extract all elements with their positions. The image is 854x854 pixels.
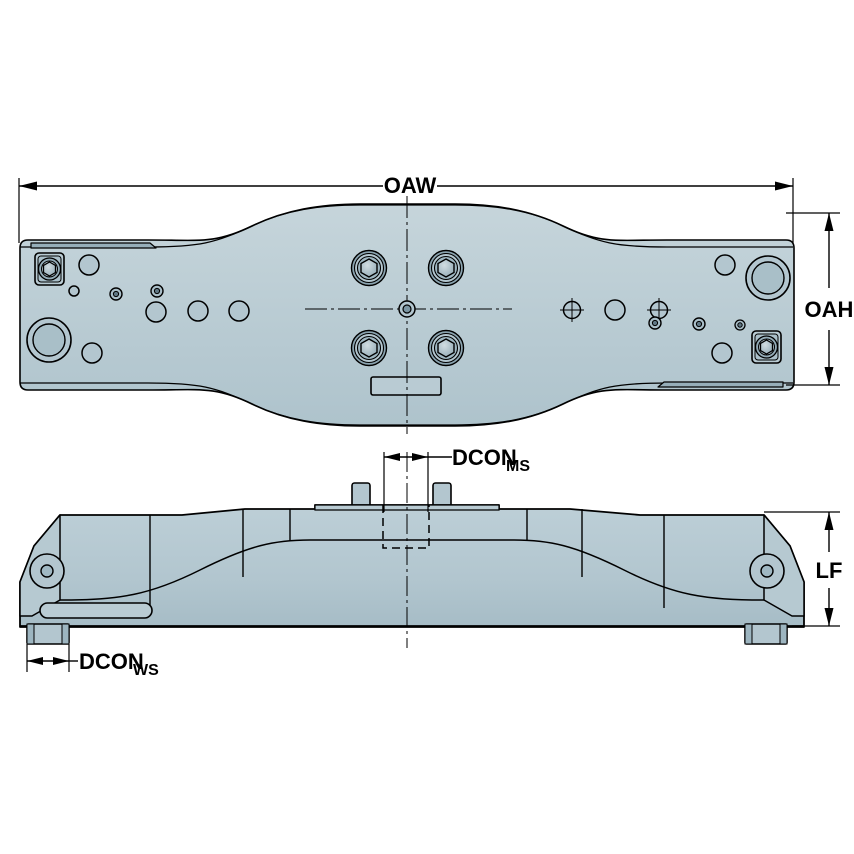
hex-screw-bottom-right: [427, 329, 465, 367]
lf-arrow-bottom: [824, 608, 834, 626]
oah-label: OAH: [805, 297, 854, 322]
oaw-label: OAW: [384, 173, 437, 198]
top-view-left-slot: [30, 242, 157, 249]
oaw-arrow-left: [19, 181, 37, 191]
front-inner-sweep-right: [412, 539, 804, 601]
front-view: [19, 452, 805, 648]
front-stud-left: [26, 623, 70, 645]
center-hole: [398, 300, 416, 318]
top-view-right-slot: [657, 381, 784, 388]
front-inner-sweep-left: [20, 539, 412, 601]
hex-screw-top-left: [350, 249, 388, 287]
locating-bore-right: [745, 255, 791, 301]
dcon-ms-arrow-left: [384, 453, 400, 461]
coolant-port-left: [34, 252, 65, 286]
dcon-ms-label: DCON: [452, 445, 517, 470]
front-pivot-hole-left: [29, 553, 65, 589]
front-hidden-bore: [382, 505, 430, 549]
top-view: [19, 196, 795, 434]
dimension-dcon-ms: DCON MS: [383, 445, 530, 512]
dimension-oah: OAH: [786, 212, 854, 386]
dimension-lf: LF: [764, 511, 843, 627]
dcon-ws-label: DCON: [79, 649, 144, 674]
threaded-micro-holes-left: [109, 284, 164, 301]
front-stud-right: [744, 623, 788, 645]
oah-arrow-top: [824, 213, 834, 231]
dcon-ms-arrow-right: [412, 453, 428, 461]
top-view-center-tab: [370, 376, 442, 396]
dcon-ws-subscript: WS: [133, 662, 159, 679]
dcon-ws-arrow-left: [27, 657, 43, 665]
front-right-end-face: [763, 514, 805, 617]
datum-hole-left: [560, 298, 584, 322]
locating-bore-left: [26, 317, 72, 363]
front-bottom-slot-left: [39, 602, 153, 619]
threaded-micro-holes-right: [648, 316, 746, 331]
oah-arrow-bottom: [824, 367, 834, 385]
plain-holes-right-group: [711, 254, 736, 364]
dimension-dcon-ws: DCON WS: [26, 644, 159, 679]
hex-screw-bottom-left: [350, 329, 388, 367]
plain-hole-mid-right: [604, 299, 626, 321]
front-pivot-hole-right: [749, 553, 785, 589]
dimension-oaw: OAW: [18, 173, 794, 243]
lf-label: LF: [816, 558, 843, 583]
plain-holes-left-group: [68, 254, 250, 364]
lf-arrow-top: [824, 512, 834, 530]
oaw-arrow-right: [775, 181, 793, 191]
dcon-ws-arrow-right: [53, 657, 69, 665]
top-view-lower-face-edge: [20, 382, 793, 426]
coolant-port-right: [751, 330, 782, 364]
dcon-ms-subscript: MS: [506, 458, 530, 475]
front-facet-lines: [149, 509, 665, 608]
hex-screw-top-right: [427, 249, 465, 287]
